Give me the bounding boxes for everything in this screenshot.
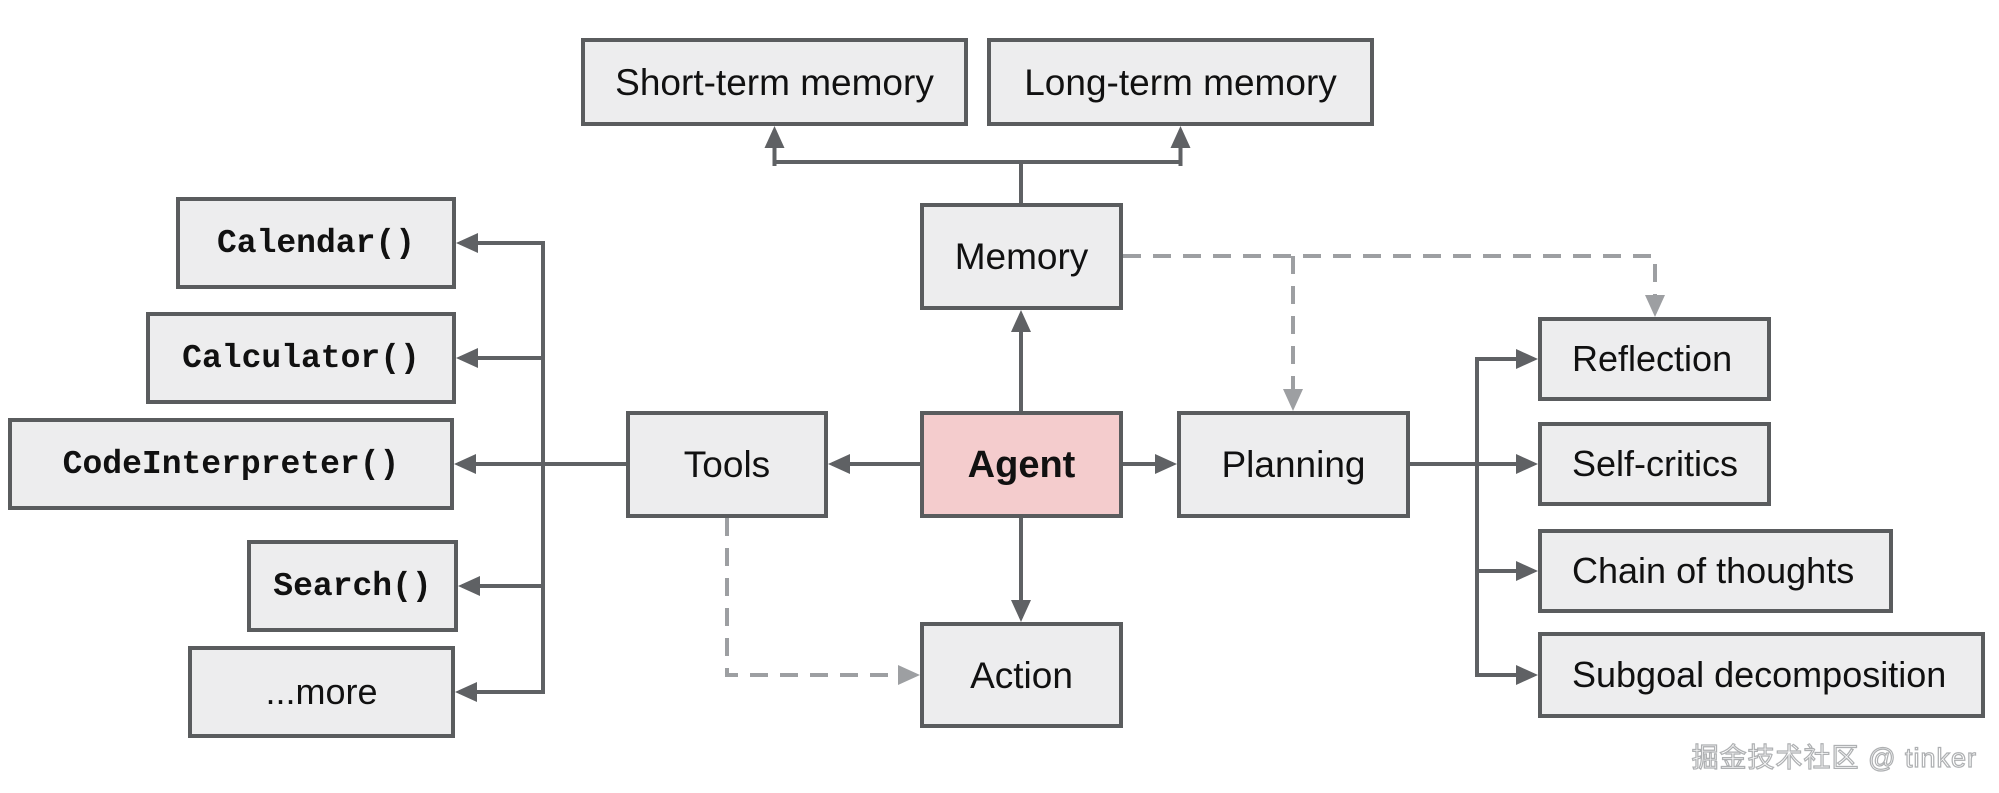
connector-planning-trunk [1408,357,1479,677]
node-action: Action [920,622,1123,728]
node-tool-more: ...more [188,646,455,738]
node-tool-codeinterpreter: CodeInterpreter() [8,418,454,510]
node-short-term-memory: Short-term memory [581,38,968,126]
node-tool-calendar: Calendar() [176,197,456,289]
connector-tools-to-action-dashed [725,518,920,685]
node-tools: Tools [626,411,828,518]
watermark-text: 掘金技术社区 @ tinker [1691,742,1977,773]
connector-tools-trunk [541,241,628,694]
node-planning: Planning [1177,411,1410,518]
node-planning-chain-of-thoughts: Chain of thoughts [1538,529,1893,613]
node-planning-subgoal-decomposition: Subgoal decomposition [1538,632,1985,718]
dashed-connectors [725,254,1665,685]
connector-memory-to-reflection-dashed [1123,254,1665,317]
solid-connectors [454,126,1538,702]
node-planning-reflection: Reflection [1538,317,1771,401]
node-long-term-memory: Long-term memory [987,38,1374,126]
node-planning-selfcritics: Self-critics [1538,422,1771,506]
node-tool-search: Search() [247,540,458,632]
node-tool-calculator: Calculator() [146,312,456,404]
node-memory: Memory [920,203,1123,310]
node-agent: Agent [920,411,1123,518]
connector-memory-fork [772,160,1183,205]
